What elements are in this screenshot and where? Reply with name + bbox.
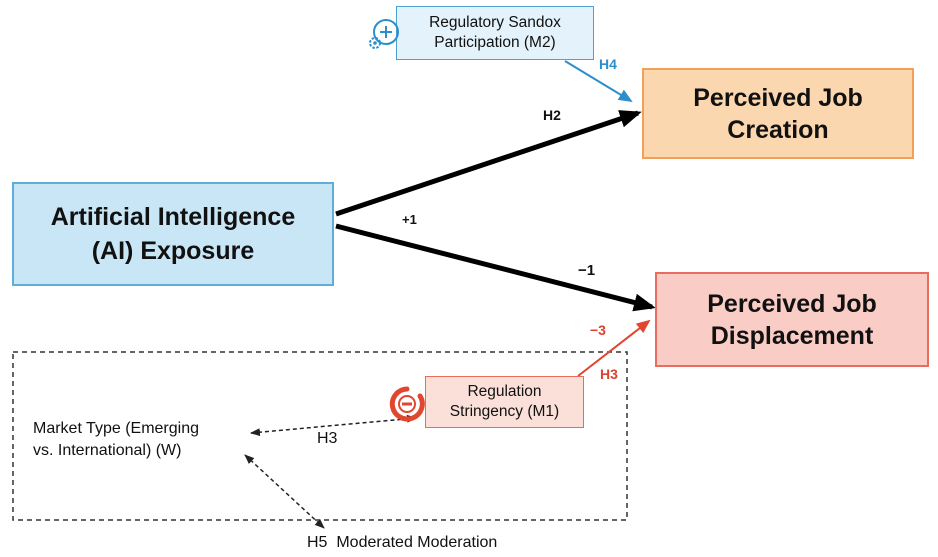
node-m2-regulatory-sandbox: Regulatory Sandox Participation (M2) [396, 6, 594, 60]
node-job-displacement-line2: Displacement [710, 321, 874, 350]
node-ai-exposure: Artificial Intelligence (AI) Exposure [12, 182, 334, 286]
node-market-type-line2: vs. International) (W) [33, 442, 182, 459]
label-h5-moderated-moderation: H5 Moderated Moderation [307, 534, 498, 551]
label-minus-three: −3 [590, 322, 606, 338]
node-job-displacement-line1: Perceived Job [707, 289, 877, 318]
label-h3-red: H3 [600, 366, 618, 382]
node-m2-line1: Regulatory Sandox [429, 14, 561, 31]
arrow-market-to-h5 [244, 454, 325, 529]
arrow-m2-to-creation [564, 60, 633, 103]
node-market-type-line1: Market Type (Emerging [33, 420, 199, 437]
node-job-creation-line2: Creation [727, 115, 829, 144]
arrow-ai-to-displacement [335, 223, 656, 312]
node-ai-exposure-line1: Artificial Intelligence [50, 203, 296, 231]
node-m1-line2: Stringency (M1) [449, 403, 560, 420]
node-m2-line2: Participation (M2) [434, 34, 556, 51]
node-m1-regulation-stringency: Regulation Stringency (M1) [425, 376, 584, 428]
node-job-displacement: Perceived Job Displacement [655, 272, 929, 367]
label-minus-one: −1 [578, 262, 596, 279]
plus-gear-icon [369, 19, 399, 49]
node-m1-line1: Regulation [467, 383, 542, 400]
label-plus-one: +1 [402, 212, 417, 227]
node-job-creation-line1: Perceived Job [693, 83, 863, 112]
label-h2: H2 [543, 107, 561, 123]
arrow-m1-to-displacement [577, 319, 651, 377]
node-market-type: Market Type (Emerging vs. International)… [33, 418, 263, 462]
node-ai-exposure-line2: (AI) Exposure [91, 237, 255, 265]
label-h3-dashed: H3 [317, 430, 338, 447]
node-job-creation: Perceived Job Creation [642, 68, 914, 159]
arrow-ai-to-creation [335, 110, 642, 217]
label-h4: H4 [599, 56, 617, 72]
minus-circle-icon [389, 386, 425, 422]
